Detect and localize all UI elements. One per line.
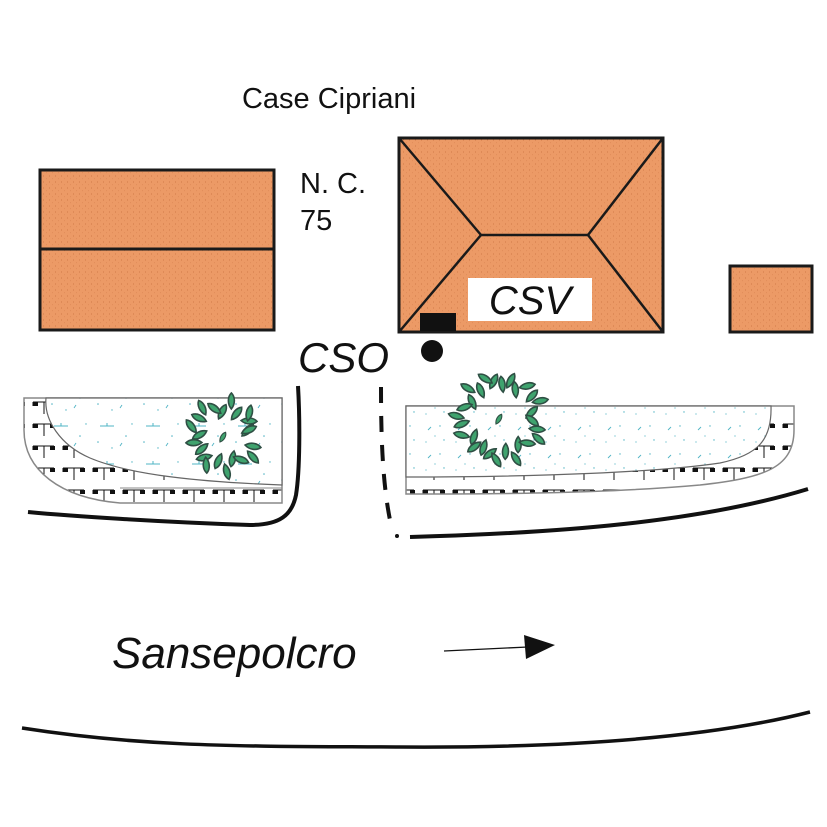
tree-leaf (458, 380, 478, 396)
arrow-right-icon (443, 635, 555, 659)
place-name-label: Case Cipriani (242, 83, 416, 115)
garden-left (23, 397, 283, 504)
csv-label-box (468, 278, 592, 321)
road-edge-dashed (379, 386, 392, 521)
building-left (38, 168, 276, 332)
road-direction-label: Sansepolcro (112, 629, 357, 678)
tree-leaf (227, 392, 236, 410)
sensor-box (420, 313, 456, 331)
tree-leaf (185, 438, 203, 447)
tree-leaf (518, 380, 537, 392)
csv-label: CSV (489, 279, 575, 323)
garden-right (405, 405, 795, 495)
station-marker-icon (421, 340, 443, 362)
building-csv-hip-lines (398, 137, 664, 333)
tree-leaf (473, 381, 488, 400)
house-number-line2: 75 (300, 205, 332, 237)
house-number-line1: N. C. (300, 168, 366, 200)
tree-leaf (514, 435, 523, 454)
cso-label: CSO (298, 334, 389, 381)
road-point (395, 534, 399, 538)
tree-leaf (497, 375, 507, 394)
building-csv: CSV (397, 136, 665, 334)
road-edge-left (27, 385, 302, 528)
building-small-right (728, 264, 814, 334)
road-edge-bottom (21, 710, 811, 749)
road-edge-right (409, 487, 809, 539)
lawn-left (45, 397, 283, 486)
tree-leaf (510, 380, 520, 399)
